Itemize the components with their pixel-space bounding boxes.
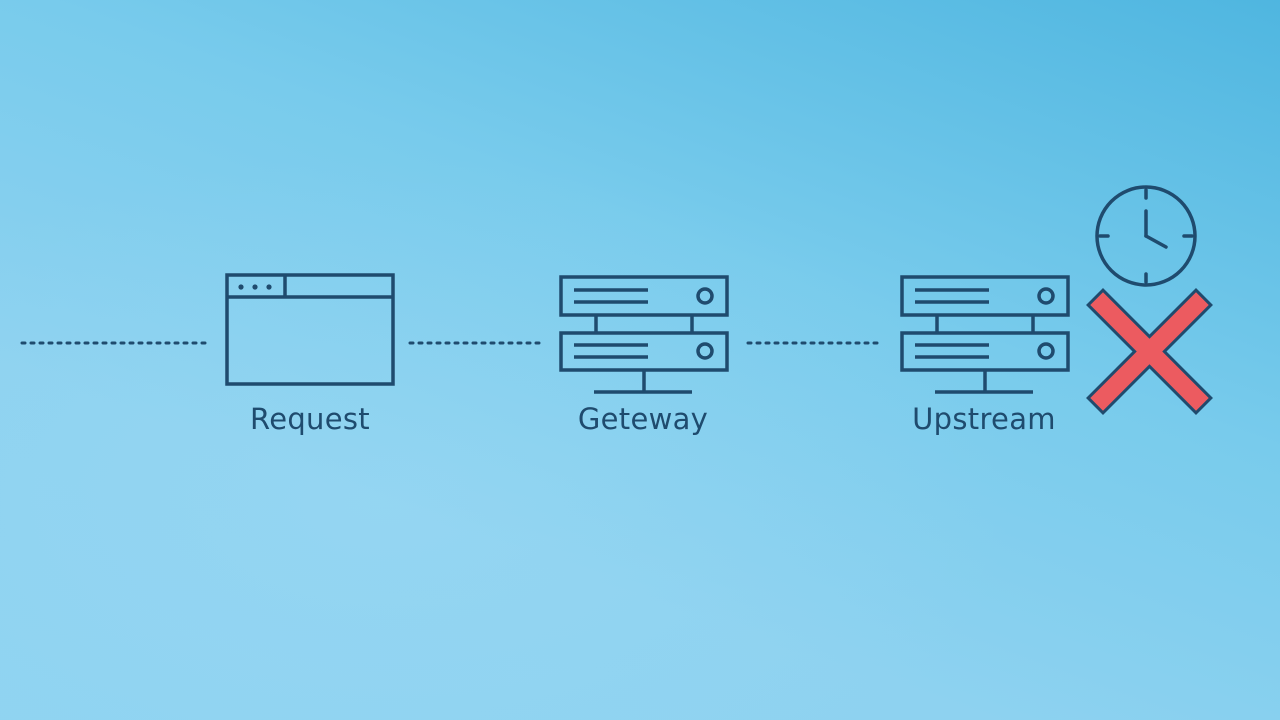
error-x-icon bbox=[1086, 288, 1213, 415]
clock-icon bbox=[1095, 185, 1197, 287]
server-stack-icon bbox=[900, 275, 1070, 394]
node-label-gateway: Geteway bbox=[577, 402, 709, 436]
node-label-request: Request bbox=[250, 402, 370, 436]
browser-window-icon bbox=[225, 273, 395, 386]
server-stack-icon bbox=[559, 275, 729, 394]
node-label-upstream: Upstream bbox=[912, 402, 1056, 436]
